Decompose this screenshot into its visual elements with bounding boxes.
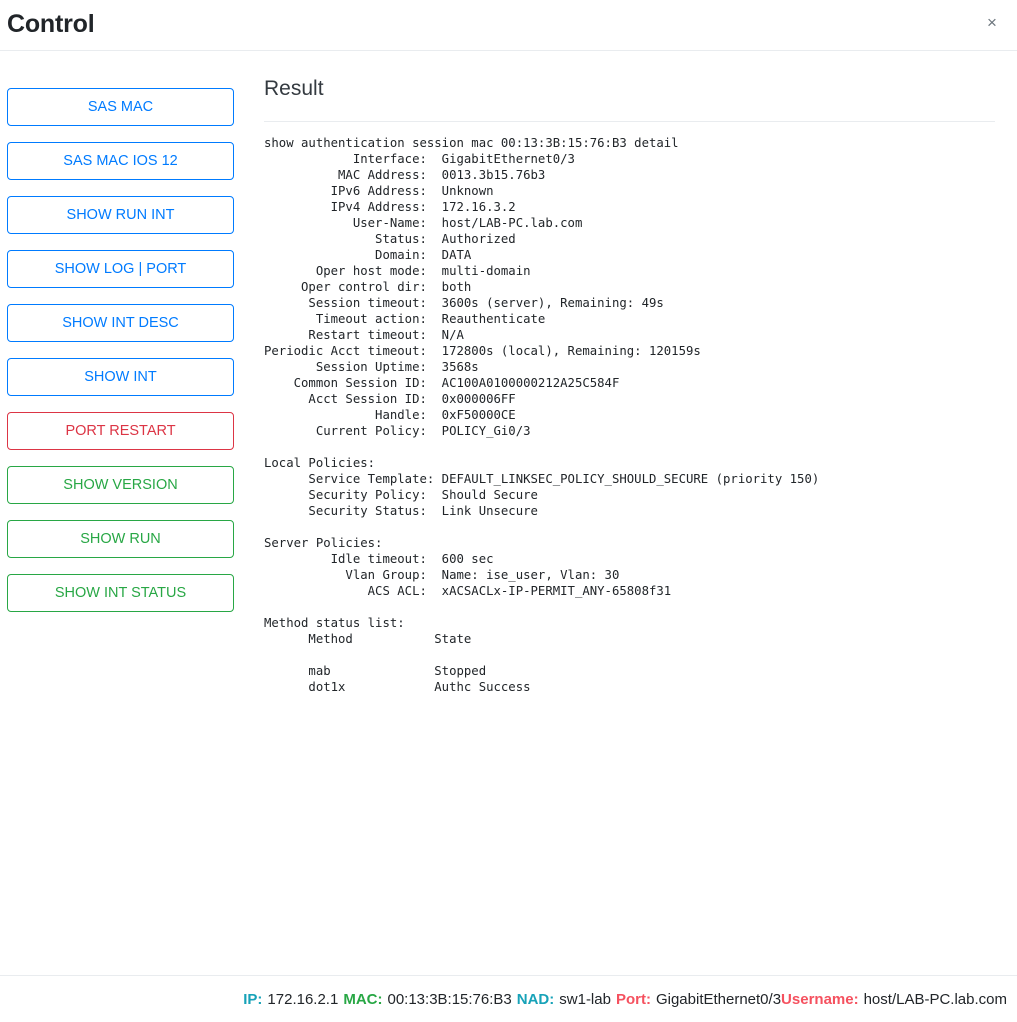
status-ip-label: IP: (243, 991, 263, 1008)
sas-mac-ios-12-button[interactable]: SAS MAC IOS 12 (7, 142, 234, 180)
result-divider (264, 121, 995, 122)
show-int-desc-button[interactable]: SHOW INT DESC (7, 304, 234, 342)
show-run-int-button[interactable]: SHOW RUN INT (7, 196, 234, 234)
port-restart-button[interactable]: PORT RESTART (7, 412, 234, 450)
status-nad-label: NAD: (516, 991, 555, 1008)
close-icon[interactable]: × (975, 6, 1009, 40)
status-mac-value: 00:13:3B:15:76:B3 (387, 991, 512, 1008)
show-log-port-button[interactable]: SHOW LOG | PORT (7, 250, 234, 288)
status-port-label: Port: (615, 991, 651, 1008)
status-port-value: GigabitEthernet0/3 (655, 991, 782, 1008)
status-ip-value: 172.16.2.1 (267, 991, 339, 1008)
command-button-list: SAS MAC SAS MAC IOS 12 SHOW RUN INT SHOW… (7, 88, 234, 628)
modal-body: SAS MAC SAS MAC IOS 12 SHOW RUN INT SHOW… (0, 51, 1017, 975)
command-output[interactable]: show authentication session mac 00:13:3B… (264, 136, 820, 694)
status-username-value: host/LAB-PC.lab.com (863, 991, 1007, 1008)
result-panel: Result show authentication session mac 0… (264, 51, 1009, 975)
status-nad-value: sw1-lab (559, 991, 611, 1008)
sas-mac-button[interactable]: SAS MAC (7, 88, 234, 126)
status-username-label: Username: (781, 991, 859, 1008)
page-title: Control (7, 10, 95, 38)
modal-header: Control × (0, 0, 1017, 51)
show-int-button[interactable]: SHOW INT (7, 358, 234, 396)
status-mac-label: MAC: (343, 991, 383, 1008)
result-heading: Result (264, 77, 324, 100)
show-run-button[interactable]: SHOW RUN (7, 520, 234, 558)
show-int-status-button[interactable]: SHOW INT STATUS (7, 574, 234, 612)
show-version-button[interactable]: SHOW VERSION (7, 466, 234, 504)
